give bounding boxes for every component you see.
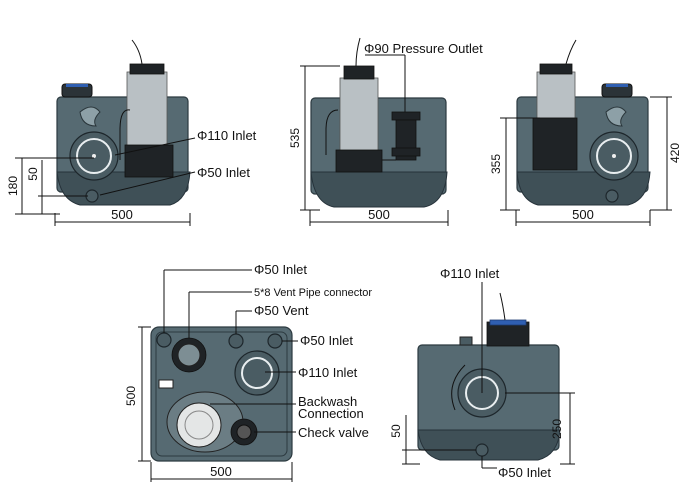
label-vent50: Φ50 Vent [254,303,309,318]
inlet-110-ring [596,138,632,174]
vent-50-port [228,333,244,349]
label-plate [158,379,174,389]
brand-logo-icon [79,106,101,127]
lid-cap-stripe [606,84,628,87]
tank-rim [155,331,288,457]
inlet-50-port [605,189,619,203]
pump-top [539,63,573,75]
leader-inlet110 [114,137,196,156]
label-top-inlet110: Φ110 Inlet [298,365,358,380]
pump-motor [536,71,576,119]
label-check-valve: Check valve [298,425,369,440]
pump-top-stripe [489,319,527,326]
backwash-connection [176,402,222,448]
label-inlet110: Φ110 Inlet [197,128,257,143]
center-view: Φ90 Pressure Outlet 500 535 [288,37,483,226]
dim-center-width: 500 [368,207,390,222]
lid-cap-stripe [66,84,88,87]
pump-top [486,321,530,347]
dim-side-355: 355 [489,154,503,174]
dim-front-width: 500 [111,207,133,222]
dim-back-250: 250 [550,419,564,439]
dim-front-180: 180 [6,176,20,196]
float-cable [119,109,131,160]
dim-front-50: 50 [26,167,40,181]
tank-base [516,171,651,206]
pump-top [129,63,165,75]
tank-base [417,429,561,461]
label-inlet50: Φ50 Inlet [197,165,250,180]
front-view: Φ110 Inlet Φ50 Inlet 500 180 50 [6,39,257,226]
tank-base [310,171,448,208]
dim-side-420: 420 [668,143,682,163]
label-back-inlet110: Φ110 Inlet [440,266,500,281]
check-valve-cap [236,424,252,440]
label-back-inlet50: Φ50 Inlet [498,465,551,480]
dim-center-535: 535 [288,128,302,148]
dim-top-height: 500 [124,386,138,406]
arc-decoration [451,364,466,411]
label-top-inlet50: Φ50 Inlet [254,262,307,277]
dim-top-width: 500 [210,464,232,479]
power-cable [131,39,143,65]
inlet-110-ring [241,357,273,389]
label-vent-pipe: 5*8 Vent Pipe connector [254,287,372,299]
dim-side-width: 500 [572,207,594,222]
outlet-coupling-bottom [391,147,421,157]
dim-back-50: 50 [389,424,403,438]
outlet-coupling-top [391,111,421,121]
inlet-50-top-port [156,332,172,348]
inlet-50-right-port [267,333,283,349]
leader-inlet50 [99,171,196,196]
inlet-110-center [92,154,96,158]
vent-stub [459,336,473,346]
inlet-110-ring [76,138,112,174]
label-top-inlet50-right: Φ50 Inlet [300,333,353,348]
label-outlet: Φ90 Pressure Outlet [364,41,483,56]
top-view: Φ50 Inlet 5*8 Vent Pipe connector Φ50 Ve… [124,262,372,482]
vent-pipe-cap [177,343,201,367]
power-cable [565,39,577,65]
inlet-110-center [612,154,616,158]
side-view: 500 355 420 [489,39,682,226]
backwash-inner-ring [184,410,214,440]
pump-volute [335,149,383,173]
pump-body [532,117,578,171]
back-view: Φ110 Inlet Φ50 Inlet 250 50 [389,266,575,480]
pump-volute [124,144,174,178]
brand-logo-icon [605,106,627,127]
label-backwash-1: Backwash [298,394,357,409]
power-cable [355,37,361,67]
float-cable [325,109,339,155]
label-backwash-2: Connection [298,406,364,421]
inlet-50-port [475,443,489,457]
power-cable [499,292,506,321]
pump-top [343,65,375,80]
